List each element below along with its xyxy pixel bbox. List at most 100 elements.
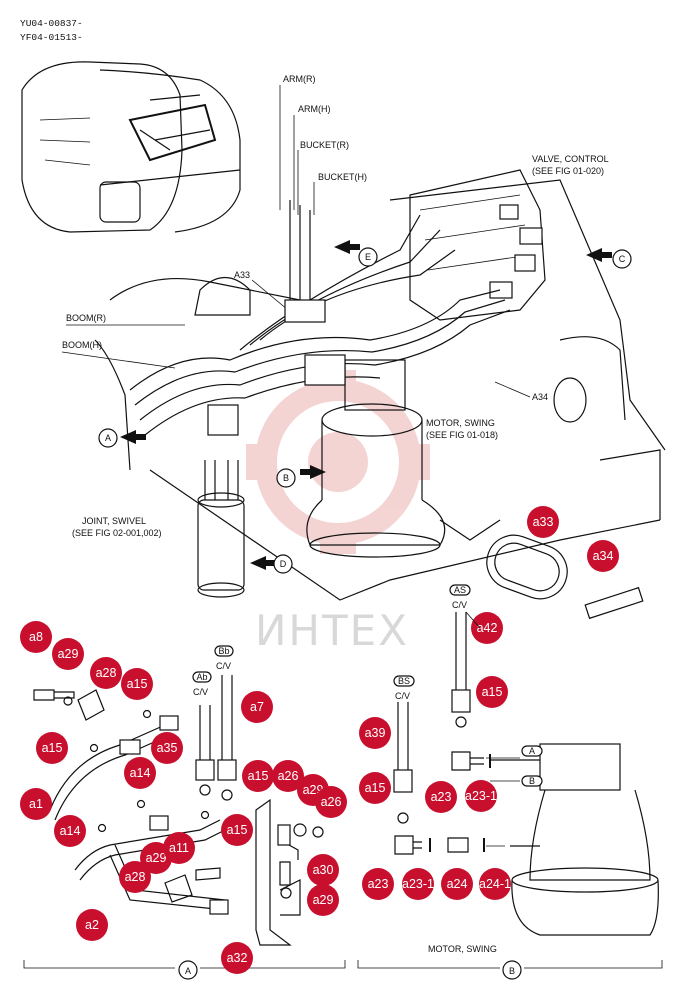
callout-a11[interactable]: a11: [163, 832, 195, 864]
callout-a23-1b[interactable]: a23-1: [465, 780, 497, 812]
port-tag-as-text: AS: [454, 585, 466, 595]
callout-a29-4[interactable]: a29: [307, 884, 339, 916]
drawing-code-2: YF04-01513-: [20, 32, 83, 43]
upper-frame: [94, 179, 666, 601]
port-tag-as: AS C/V: [449, 584, 471, 610]
svg-text:a28: a28: [125, 870, 146, 884]
svg-text:a30: a30: [313, 863, 334, 877]
callout-a23-1[interactable]: a23: [425, 781, 457, 813]
port-tag-bb: Bb C/V: [214, 645, 234, 671]
port-tag-bs-text: BS: [398, 676, 410, 686]
svg-text:a23: a23: [368, 877, 389, 891]
label-joint-swivel: JOINT, SWIVEL: [82, 516, 146, 526]
view-arrow-a: A: [98, 428, 146, 448]
label-a33: A33: [234, 270, 250, 280]
callout-a42[interactable]: a42: [471, 612, 503, 644]
callout-a15-2[interactable]: a15: [36, 732, 68, 764]
drawing-code-1: YU04-00837-: [20, 18, 83, 29]
callout-a35[interactable]: a35: [151, 732, 183, 764]
port-tag-ab-text: Ab: [196, 672, 207, 682]
svg-text:a14: a14: [60, 824, 81, 838]
callout-a15-3[interactable]: a15: [242, 760, 274, 792]
belt-a33: [486, 534, 568, 600]
section-bracket-a: A: [23, 960, 346, 980]
view-arrow-b: B: [276, 465, 326, 488]
svg-text:a15: a15: [248, 769, 269, 783]
callout-a28-1[interactable]: a28: [90, 657, 122, 689]
callout-a1[interactable]: a1: [20, 788, 52, 820]
callout-leaders: [465, 611, 520, 847]
callout-a14-2[interactable]: a14: [54, 815, 86, 847]
callout-a28-2[interactable]: a28: [119, 861, 151, 893]
label-boom-r: BOOM(R): [66, 313, 106, 323]
svg-text:a24-1: a24-1: [479, 877, 511, 891]
cv-label-ab: C/V: [193, 687, 208, 697]
svg-text:a1: a1: [29, 797, 43, 811]
port-tag-ab: Ab C/V: [192, 671, 212, 697]
section-a-parts: [33, 675, 324, 946]
callout-a39[interactable]: a39: [359, 717, 391, 749]
callout-a26-1[interactable]: a26: [272, 760, 304, 792]
callout-a23-1c[interactable]: a23-1: [402, 868, 434, 900]
label-valve-control: VALVE, CONTROL: [532, 154, 609, 164]
section-b-parts: A B: [393, 612, 659, 936]
section-bracket-b: B: [357, 960, 663, 980]
svg-text:a33: a33: [533, 515, 554, 529]
callout-a34[interactable]: a34: [587, 540, 619, 572]
view-arrow-b-letter: B: [283, 473, 289, 483]
callout-a26-2[interactable]: a26: [315, 786, 347, 818]
svg-text:a2: a2: [85, 918, 99, 932]
label-motor-swing: MOTOR, SWING: [426, 418, 495, 428]
callout-a2[interactable]: a2: [76, 909, 108, 941]
svg-text:a34: a34: [593, 549, 614, 563]
callout-a24-1[interactable]: a24-1: [479, 868, 511, 900]
label-motor-swing-ref: (SEE FIG 01-018): [426, 430, 498, 440]
view-arrow-a-letter: A: [105, 433, 111, 443]
port-tag-bs: BS C/V: [393, 675, 415, 701]
label-a34: A34: [532, 392, 548, 402]
svg-text:a8: a8: [29, 630, 43, 644]
callout-a8[interactable]: a8: [20, 621, 52, 653]
section-a-letter: A: [185, 966, 191, 976]
callout-a15-1[interactable]: a15: [121, 668, 153, 700]
callout-a33[interactable]: a33: [527, 506, 559, 538]
view-arrow-c-letter: C: [619, 254, 626, 264]
svg-text:a39: a39: [365, 726, 386, 740]
excavator-thumbnail: [21, 61, 241, 233]
callout-a24[interactable]: a24: [441, 868, 473, 900]
callout-a15-6[interactable]: a15: [359, 772, 391, 804]
label-arm-h: ARM(H): [298, 104, 331, 114]
cv-label-bs: C/V: [395, 691, 410, 701]
pad-a34: [584, 586, 644, 620]
svg-text:a23-1: a23-1: [465, 789, 497, 803]
control-valve: [409, 169, 546, 321]
svg-text:a29: a29: [146, 851, 167, 865]
callout-a30[interactable]: a30: [307, 854, 339, 886]
svg-text:a26: a26: [278, 769, 299, 783]
callout-a15-4[interactable]: a15: [221, 814, 253, 846]
swivel-joint: [197, 460, 245, 598]
callout-a15-5[interactable]: a15: [476, 676, 508, 708]
label-motor-swing-bottom: MOTOR, SWING: [428, 944, 497, 954]
svg-text:a26: a26: [321, 795, 342, 809]
svg-text:a11: a11: [169, 841, 189, 855]
svg-text:a24: a24: [447, 877, 468, 891]
watermark-text: ИНТЕХ: [255, 606, 409, 655]
label-joint-swivel-ref: (SEE FIG 02-001,002): [72, 528, 162, 538]
cv-label-as: C/V: [452, 600, 467, 610]
callout-a29-1[interactable]: a29: [52, 638, 84, 670]
view-arrow-e-letter: E: [365, 252, 371, 262]
callout-a14-1[interactable]: a14: [124, 757, 156, 789]
svg-text:a15: a15: [482, 685, 503, 699]
callout-a7[interactable]: a7: [241, 691, 273, 723]
svg-text:a32: a32: [227, 951, 248, 965]
view-arrow-c: C: [586, 248, 632, 269]
svg-text:a15: a15: [127, 677, 148, 691]
view-arrow-d: D: [250, 554, 293, 574]
watermark-gear-icon: [246, 370, 430, 554]
svg-text:a23-1: a23-1: [402, 877, 434, 891]
callout-a32[interactable]: a32: [221, 942, 253, 974]
svg-text:a28: a28: [96, 666, 117, 680]
svg-text:a15: a15: [365, 781, 386, 795]
callout-a23-2[interactable]: a23: [362, 868, 394, 900]
